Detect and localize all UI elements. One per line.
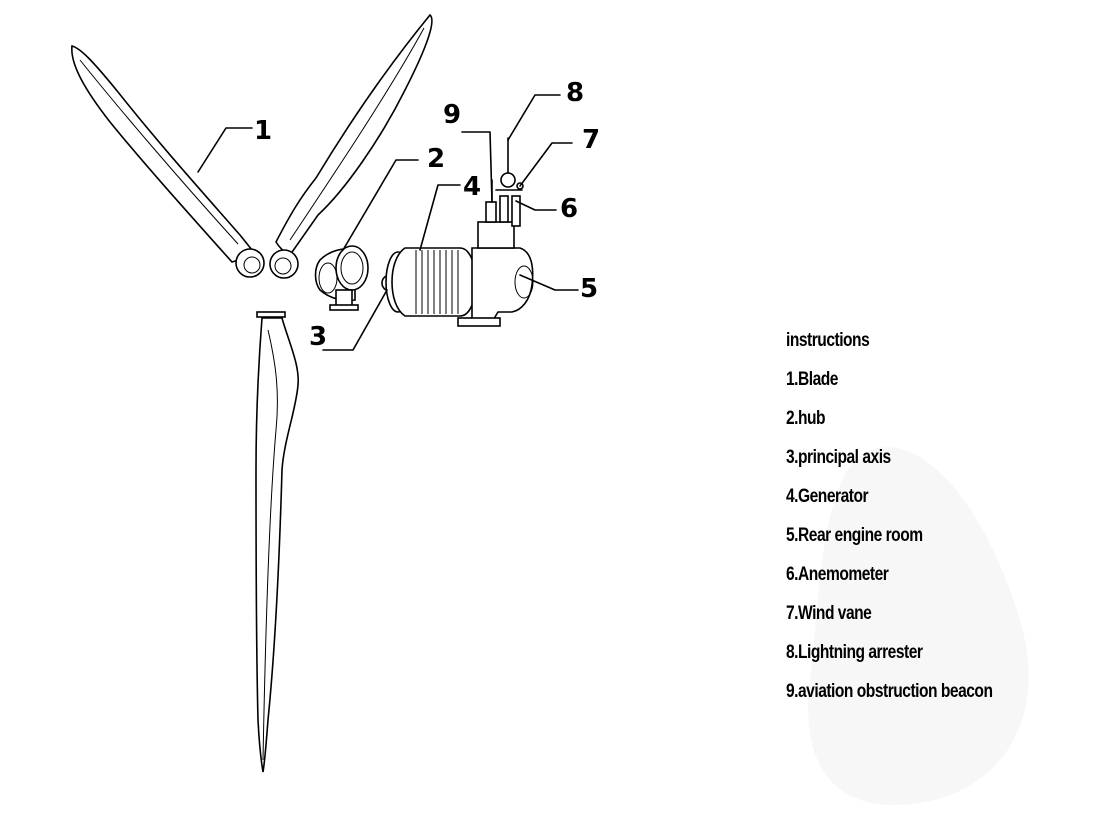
legend-item-aviation-beacon: 9.aviation obstruction beacon (786, 681, 993, 702)
generator (381, 247, 477, 317)
callout-2: 2 (427, 144, 445, 174)
rear-engine-room (457, 221, 534, 327)
blade-lower (255, 311, 299, 773)
legend-title: instructions (786, 330, 870, 351)
top-instruments (485, 137, 524, 227)
legend-item-rear-engine-room: 5.Rear engine room (786, 525, 923, 546)
callout-4: 4 (463, 172, 481, 202)
hub (314, 245, 369, 311)
legend-item-generator: 4.Generator (786, 486, 869, 507)
background-watermark (808, 447, 1029, 806)
callout-1: 1 (254, 116, 272, 146)
blade-upper-left (71, 45, 265, 278)
legend-item-principal-axis: 3.principal axis (786, 447, 891, 468)
blade-upper-right (269, 13, 433, 279)
legend-item-anemometer: 6.Anemometer (786, 564, 889, 585)
legend-item-lightning-arrester: 8.Lightning arrester (786, 642, 923, 663)
callout-6: 6 (560, 194, 578, 224)
callout-3: 3 (309, 322, 327, 352)
callout-5: 5 (580, 274, 598, 304)
callout-8: 8 (566, 78, 584, 108)
legend-item-hub: 2.hub (786, 408, 826, 429)
legend-item-blade: 1.Blade (786, 369, 838, 390)
legend: instructions 1.Blade 2.hub 3.principal a… (786, 326, 1106, 716)
callout-7: 7 (582, 125, 600, 155)
callout-9: 9 (443, 100, 461, 130)
leader-lines (197, 94, 579, 351)
legend-item-wind-vane: 7.Wind vane (786, 603, 872, 624)
